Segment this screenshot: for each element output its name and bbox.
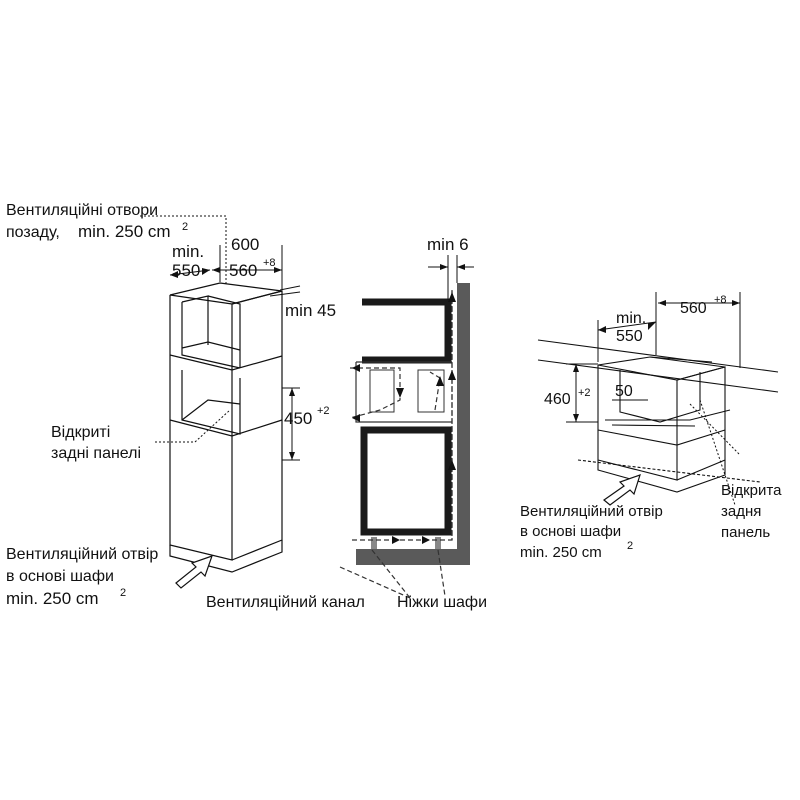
right-arrowheads (573, 300, 740, 422)
lower-appliance (360, 426, 452, 536)
dim-550: 550 (172, 261, 200, 280)
dim-560: 560 (229, 261, 257, 280)
cabinet-foot-left (371, 537, 377, 549)
vent-rear-label-line1: Вентиляційні отвори (6, 202, 158, 219)
right-dim-min: min. (616, 310, 646, 327)
tall-cabinet-drawing (169, 282, 283, 573)
vent-channel-label: Вентиляційний канал (206, 594, 365, 611)
left-arrowheads (170, 267, 295, 460)
wall-and-floor (356, 283, 470, 565)
right-dim-50: 50 (615, 383, 633, 400)
vent-base-line1: Вентиляційний отвір (6, 546, 158, 563)
open-back-line1: Відкрита (721, 482, 782, 499)
right-vent-line1: Вентиляційний отвір (520, 503, 663, 520)
airflow-arrowheads (352, 292, 456, 544)
vent-base-min: min. 250 cm (6, 589, 99, 608)
vent-rear-min-sup: 2 (182, 221, 188, 233)
right-vent-arrow-icon (603, 474, 641, 506)
right-dim-560-sup: +8 (714, 294, 727, 306)
vent-rear-min-label: min. 250 cm (78, 222, 171, 241)
dim-min-550-label: min. (172, 242, 204, 261)
base-vent-arrow-icon (175, 555, 213, 589)
dim-450-sup: +2 (317, 405, 330, 417)
cabinet-feet-label: Ніжки шафи (397, 594, 487, 611)
dim-min6: min 6 (427, 235, 469, 254)
right-vent-min-sup: 2 (627, 540, 633, 552)
right-dim-460: 460 (544, 391, 571, 408)
right-dimensions (566, 292, 741, 506)
open-back-line2: задня (721, 503, 761, 520)
drawer-cabinet-drawing (537, 339, 779, 493)
vent-base-line2: в основі шафи (6, 568, 114, 585)
open-panels-line1: Відкриті (51, 424, 110, 441)
dim-450: 450 (284, 409, 312, 428)
right-vent-line2: в основі шафи (520, 523, 621, 540)
upper-appliance (362, 298, 452, 364)
left-dimensions (140, 215, 301, 461)
dim-min45: min 45 (285, 301, 336, 320)
right-dim-550: 550 (616, 328, 643, 345)
right-vent-min: min. 250 cm (520, 544, 602, 561)
right-dim-460-sup: +2 (578, 387, 591, 399)
vent-rear-label-line2: позаду, (6, 224, 60, 241)
vent-base-min-sup: 2 (120, 587, 126, 599)
dim-560-sup: +8 (263, 257, 276, 269)
cabinet-foot-right (435, 537, 441, 549)
open-back-line3: панель (721, 524, 770, 541)
right-dim-560: 560 (680, 300, 707, 317)
cross-section-drawing (355, 283, 470, 565)
dim-600: 600 (231, 235, 259, 254)
open-panels-line2: задні панелі (51, 445, 141, 462)
min6-arrowheads (440, 264, 465, 270)
